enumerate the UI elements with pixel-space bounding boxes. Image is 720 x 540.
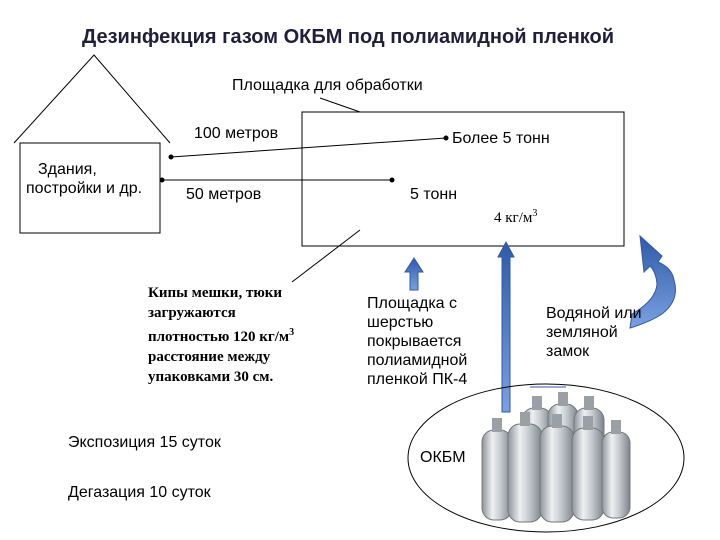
t5-label: 5 тонн xyxy=(410,186,458,203)
more-5t-label: Более 5 тонн xyxy=(452,130,550,147)
bales-line: расстояние между xyxy=(148,349,271,365)
buildings-line: Здания, xyxy=(38,161,97,178)
density-value: 4 кг/м xyxy=(494,210,533,226)
buildings-line: постройки и др. xyxy=(26,180,143,197)
dot-100m-right xyxy=(443,135,449,141)
pad-line: покрывается xyxy=(367,333,462,350)
line-100m xyxy=(170,137,447,158)
bales-pointer xyxy=(291,229,361,283)
cylinder xyxy=(571,416,605,521)
seal-line-text: земляной xyxy=(546,324,618,341)
up-arrow-gas xyxy=(497,240,515,413)
exposure-label: Экспозиция 15 суток xyxy=(68,434,221,451)
seal-line-text: замок xyxy=(546,343,590,360)
pad-line: шерстью xyxy=(367,314,434,331)
processing-area-box xyxy=(301,111,625,247)
distance-100-label: 100 метров xyxy=(194,125,279,142)
buildings-label: Здания, постройки и др. xyxy=(26,160,166,198)
pad-line: пленкой ПК-4 xyxy=(367,371,468,388)
house-body xyxy=(19,142,161,234)
processing-area-label: Площадка для обработки xyxy=(232,77,423,94)
density-sup: 3 xyxy=(532,208,538,219)
up-arrow-pad xyxy=(404,257,424,291)
bales-line: загружаются xyxy=(148,305,236,321)
area-pointer xyxy=(319,97,361,113)
bales-line: Кипы мешки, тюки xyxy=(148,285,283,301)
cylinder xyxy=(507,412,543,523)
pad-line: Площадка с xyxy=(367,295,458,312)
dot-50m-left xyxy=(159,177,165,183)
distance-50-label: 50 метров xyxy=(186,186,262,203)
gas-label: ОКБМ xyxy=(420,449,466,466)
house-roof xyxy=(13,54,171,144)
seal-curved-arrow xyxy=(629,234,676,329)
pad-line: полиамидной xyxy=(367,352,468,369)
bales-line: плотностью 120 кг/м3 xyxy=(148,327,295,345)
dot-50m-right xyxy=(389,177,395,183)
seal-line-text: Водяной или xyxy=(546,305,642,322)
density-label: 4 кг/м3 xyxy=(494,208,537,227)
bales-text: Кипы мешки, тюки загружаются плотностью … xyxy=(148,283,348,387)
cylinder xyxy=(539,414,575,523)
dot-100m-left xyxy=(168,154,174,160)
gas-cylinders xyxy=(407,383,685,533)
bales-line: упаковками 30 см. xyxy=(148,369,274,385)
degassing-label: Дегазация 10 суток xyxy=(68,484,211,501)
pad-text: Площадка с шерстью покрывается полиамидн… xyxy=(367,294,497,389)
cylinder xyxy=(601,420,631,519)
page-title: Дезинфекция газом ОКБМ под полиамидной п… xyxy=(82,26,615,48)
seal-text: Водяной или земляной замок xyxy=(546,304,666,361)
